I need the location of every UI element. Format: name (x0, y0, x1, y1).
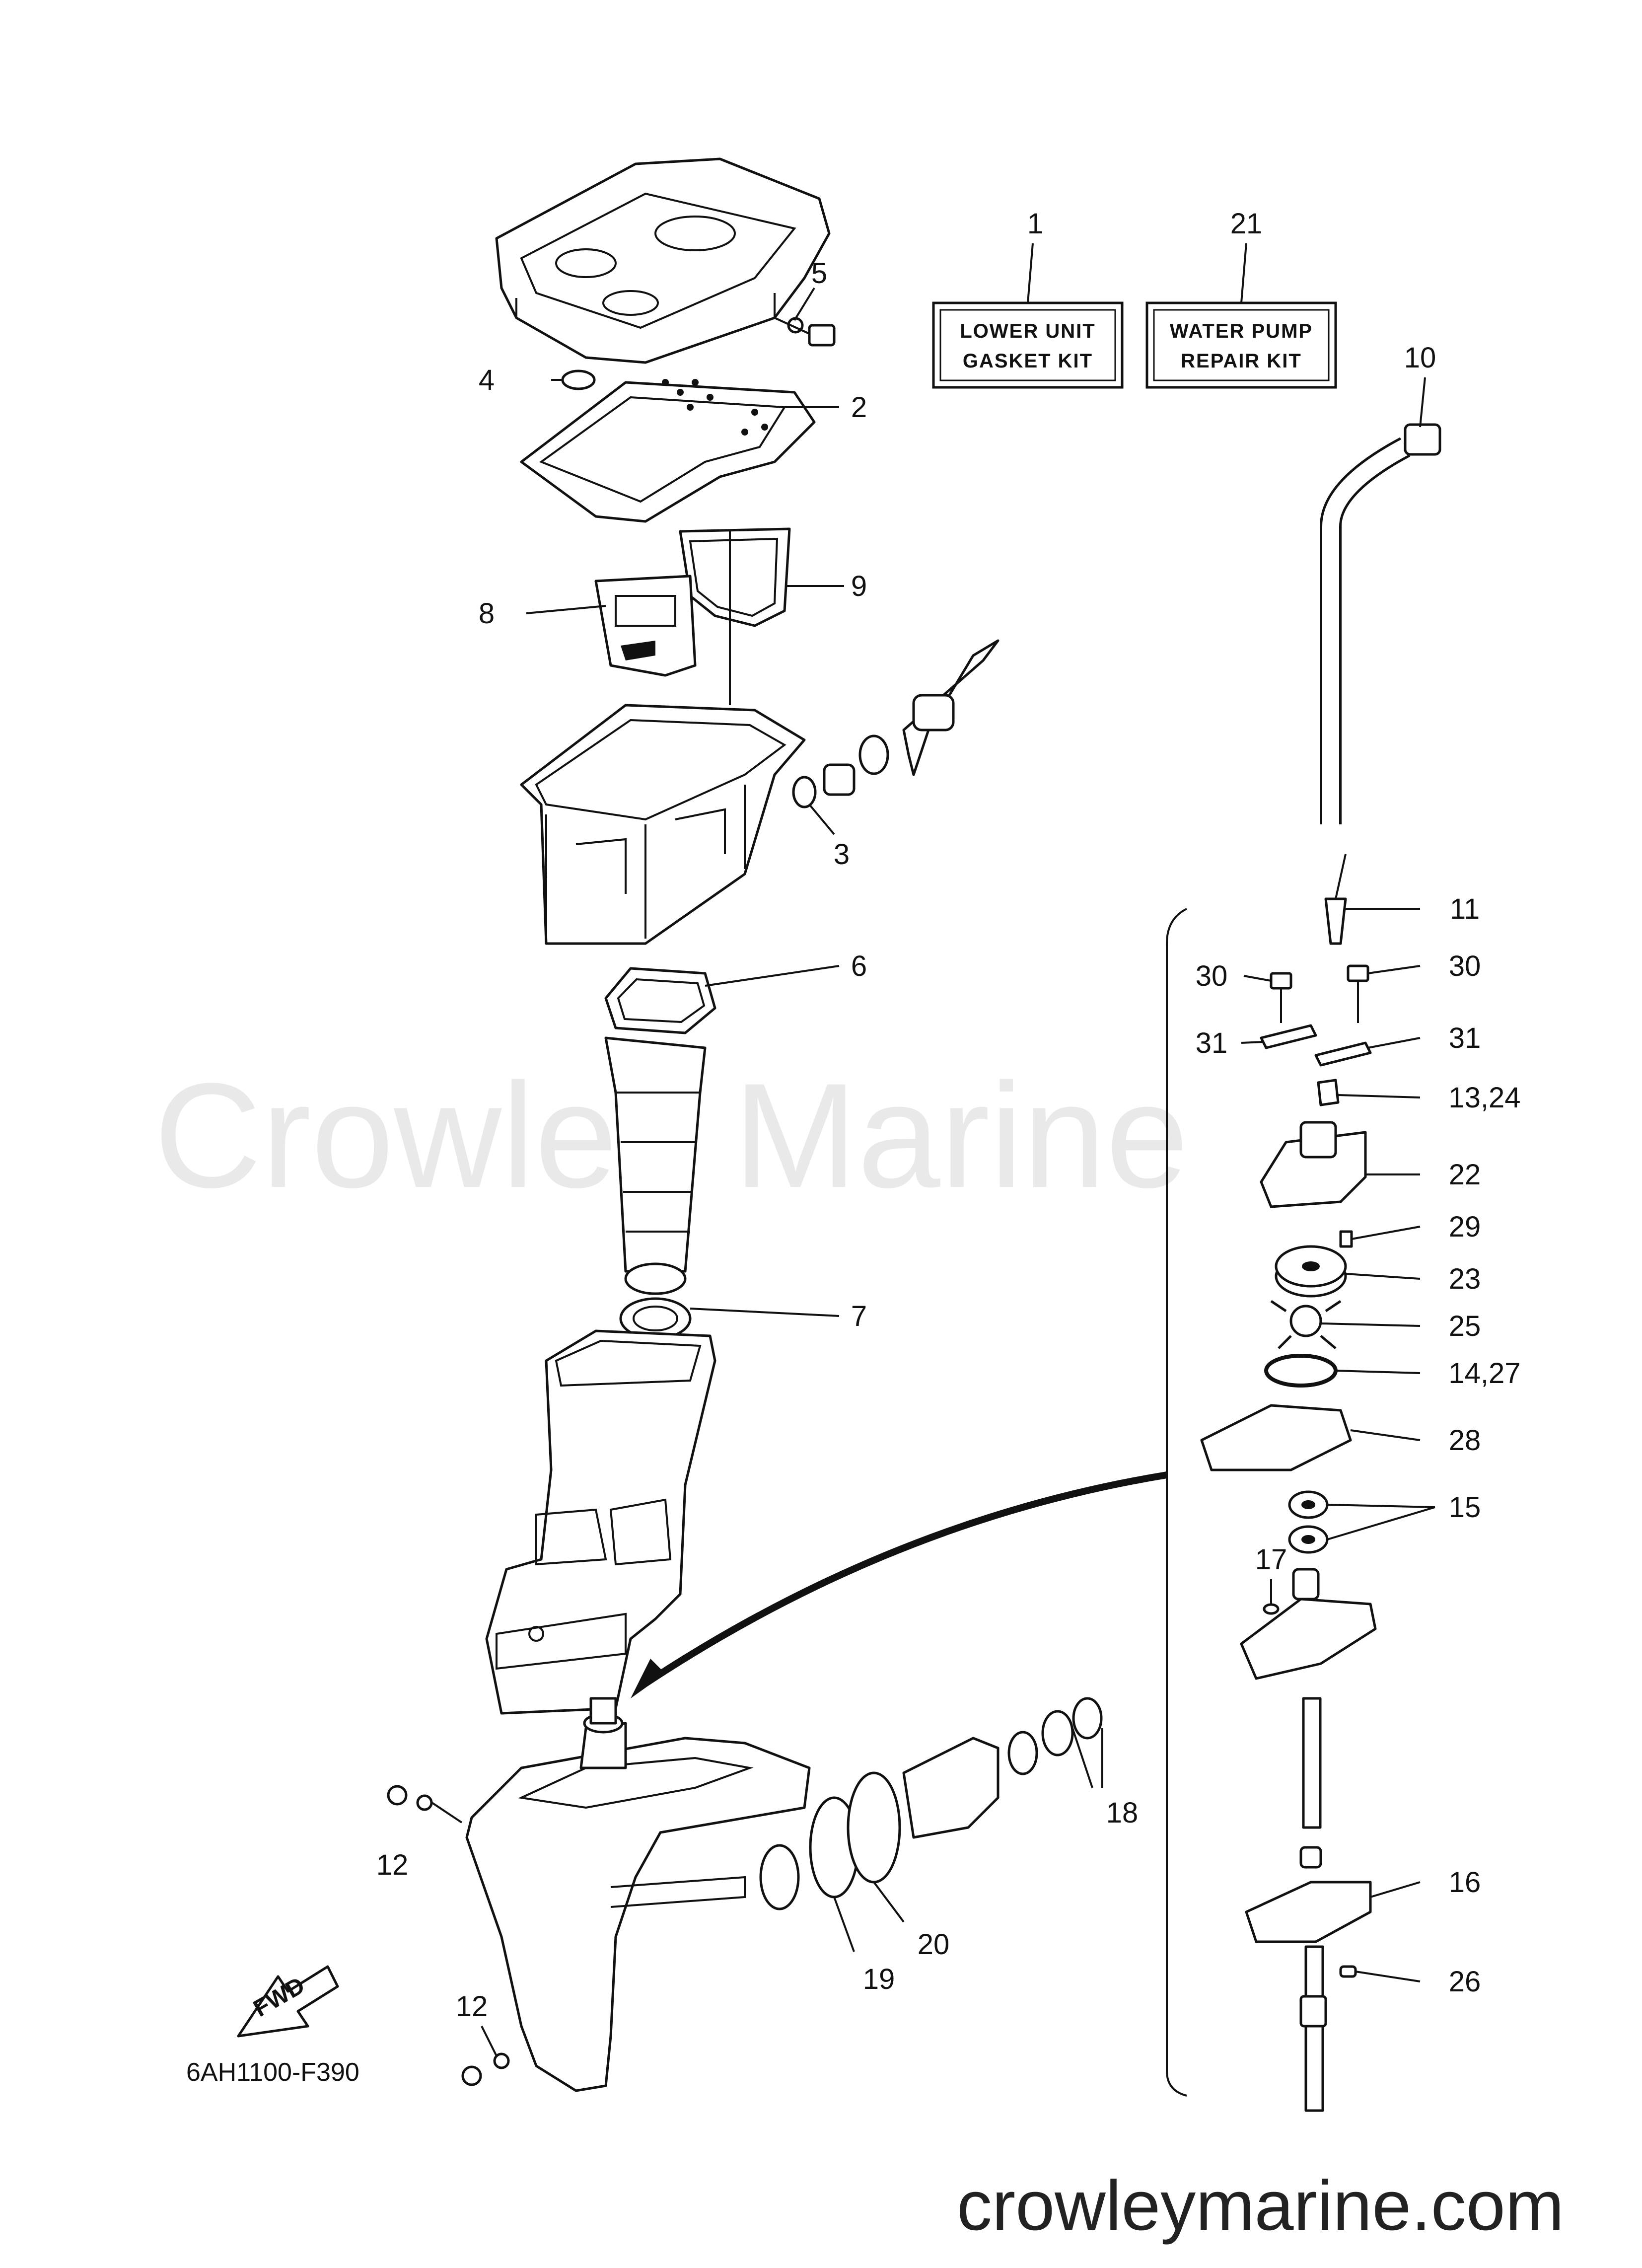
water-inlet-fitting (792, 639, 999, 808)
pump-base-housing (1240, 1598, 1377, 1680)
pump-housing-22 (1260, 1121, 1367, 1208)
cartridge-13-24 (1317, 1079, 1340, 1106)
callout-11: 11 (1450, 893, 1480, 925)
group-pointer-arrow (643, 1471, 1168, 1686)
callout-26: 26 (1449, 1966, 1481, 1998)
kit-1-number: 1 (1027, 208, 1043, 240)
bolt-5 (774, 317, 836, 347)
pin-26 (1339, 1965, 1357, 1978)
callout-7: 7 (851, 1300, 867, 1332)
callout-29: 29 (1449, 1211, 1481, 1243)
upper-casing-body (485, 1329, 716, 1715)
kit-box-lower-unit-gasket: LOWER UNIT GASKET KIT (932, 301, 1124, 389)
leader-lines (431, 287, 1435, 2056)
callout-12-lower: 12 (456, 1990, 488, 2023)
washer-17 (1263, 1603, 1280, 1615)
gasket-9 (679, 527, 791, 627)
callout-labels: 5 4 2 10 9 8 3 11 6 30 30 31 31 13,24 22… (376, 257, 1521, 2023)
bushing (1292, 1568, 1320, 1601)
callout-4: 4 (479, 364, 495, 396)
gasket-6 (604, 967, 716, 1034)
seal-4 (561, 369, 596, 390)
callout-10: 10 (1404, 342, 1436, 374)
outer-plate-28 (1200, 1404, 1352, 1471)
gasket-2 (520, 379, 816, 523)
callout-28: 28 (1449, 1424, 1481, 1457)
group-pointer-arrowhead (631, 1659, 665, 1698)
callout-2: 2 (851, 391, 867, 424)
bolt-30-right (1347, 964, 1369, 982)
callout-12-upper: 12 (376, 1849, 409, 1881)
upper-casing-top (495, 157, 831, 364)
kit-21-number: 21 (1230, 208, 1263, 240)
kit-1-line-2: GASKET KIT (963, 350, 1093, 372)
drive-shaft-bottom (1299, 1945, 1327, 2112)
callout-30-left: 30 (1196, 960, 1228, 992)
callout-19: 19 (863, 1963, 895, 1995)
callout-15: 15 (1449, 1491, 1481, 1524)
plate-31-right (1314, 1041, 1372, 1067)
drain-screw-upper (387, 1785, 433, 1811)
callout-18: 18 (1106, 1797, 1139, 1829)
callout-23: 23 (1449, 1263, 1481, 1295)
water-tube-10 (1320, 423, 1441, 824)
kit-1-leader (1027, 243, 1034, 303)
callout-13-24: 13,24 (1448, 1082, 1520, 1114)
exhaust-guide-casing (520, 704, 806, 945)
callout-31-right: 31 (1449, 1022, 1481, 1054)
callout-25: 25 (1449, 1310, 1481, 1342)
kit-1-line-1: LOWER UNIT (960, 320, 1095, 342)
callout-31-left: 31 (1196, 1027, 1228, 1059)
bolt-30-left (1270, 972, 1292, 990)
drain-screw-lower (461, 2052, 510, 2086)
callout-14-27: 14,27 (1448, 1357, 1520, 1390)
callout-9: 9 (851, 570, 867, 602)
propeller-shaft-seals (759, 1697, 1103, 1910)
insert-cartridge-23 (1275, 1245, 1347, 1298)
plate-8 (594, 575, 697, 677)
callout-16: 16 (1449, 1866, 1481, 1899)
callout-3: 3 (834, 838, 850, 871)
callout-5: 5 (811, 257, 827, 290)
pump-group-bracket (1166, 908, 1187, 2097)
drive-shaft-housing (604, 1036, 707, 1295)
fwd-arrow-icon: FWD (237, 1965, 339, 2038)
bearing-15-lower (1288, 1525, 1329, 1554)
kit-21-line-2: REPAIR KIT (1181, 350, 1302, 372)
o-ring-14-27 (1264, 1354, 1338, 1388)
callout-17: 17 (1255, 1543, 1287, 1576)
callout-20: 20 (918, 1928, 950, 1961)
bearing-15-upper (1288, 1490, 1329, 1519)
site-url: crowleymarine.com (957, 2166, 1564, 2245)
key-29 (1339, 1230, 1353, 1248)
kit-21-leader (1240, 243, 1247, 303)
pin-11 (1324, 854, 1347, 945)
callout-22: 22 (1449, 1159, 1481, 1191)
kit-21-line-1: WATER PUMP (1170, 320, 1313, 342)
callout-6: 6 (851, 950, 867, 982)
plate-16 (1245, 1881, 1372, 1943)
callout-30-right: 30 (1449, 950, 1481, 982)
plate-31-left (1260, 1024, 1317, 1049)
lower-gear-case (465, 1697, 811, 2092)
callout-8: 8 (479, 597, 495, 630)
kit-box-water-pump-repair: WATER PUMP REPAIR KIT (1145, 301, 1337, 389)
drawing-code: 6AH1100-F390 (186, 2058, 359, 2087)
impeller-25 (1270, 1300, 1342, 1349)
drive-shaft-lower (1299, 1697, 1322, 1869)
